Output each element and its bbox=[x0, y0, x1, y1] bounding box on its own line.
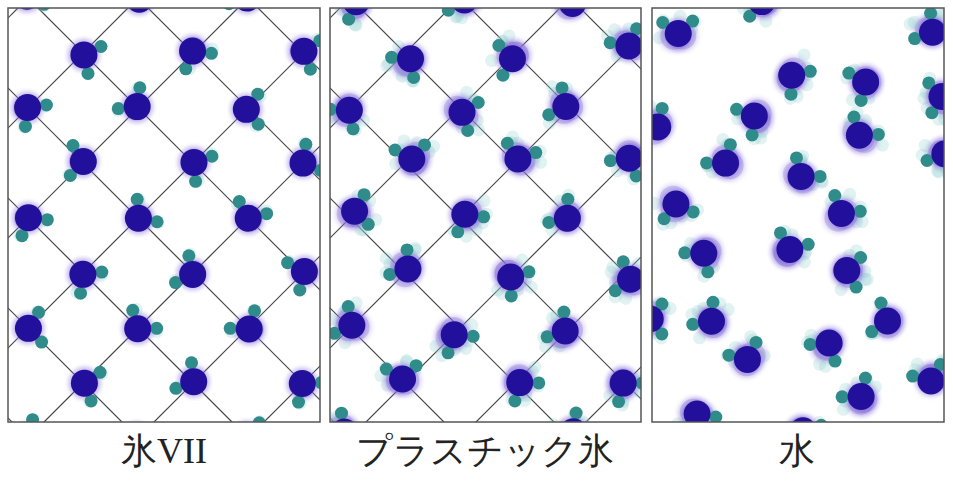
water-molecule bbox=[8, 413, 44, 422]
water-molecule bbox=[330, 8, 373, 32]
water-molecule bbox=[678, 235, 724, 283]
water-molecule bbox=[830, 244, 874, 296]
water-molecule bbox=[11, 202, 53, 242]
water-molecule bbox=[603, 366, 641, 412]
lattice-lines bbox=[330, 8, 641, 422]
water-molecule bbox=[169, 248, 209, 290]
water-molecule bbox=[904, 8, 944, 48]
water-molecule bbox=[447, 194, 493, 243]
water-molecule bbox=[652, 100, 675, 148]
water-molecule bbox=[113, 8, 156, 15]
water-molecule bbox=[178, 146, 218, 188]
water-molecule bbox=[122, 303, 164, 345]
water-molecule bbox=[231, 195, 273, 235]
water-molecule bbox=[380, 40, 428, 88]
water-molecule bbox=[652, 183, 704, 231]
water-molecule bbox=[730, 97, 774, 145]
lattice-lines bbox=[8, 8, 320, 422]
water-molecule bbox=[67, 39, 107, 80]
water-molecule bbox=[230, 88, 266, 133]
water-molecule bbox=[62, 139, 99, 182]
water-molecule bbox=[122, 193, 164, 235]
water-molecule bbox=[330, 297, 372, 350]
water-molecule bbox=[177, 34, 219, 75]
water-molecule bbox=[499, 130, 547, 177]
water-molecule bbox=[224, 304, 267, 345]
water-molecule bbox=[781, 150, 829, 196]
water-molecule bbox=[440, 8, 483, 24]
water-molecule bbox=[865, 297, 906, 341]
water-molecule bbox=[287, 136, 320, 179]
water-molecule bbox=[783, 414, 829, 422]
water-molecule bbox=[389, 134, 440, 178]
water-molecule bbox=[485, 30, 531, 82]
water-molecule bbox=[604, 138, 641, 186]
panel-frame bbox=[8, 8, 320, 422]
panel-frame bbox=[652, 8, 944, 422]
water-molecules bbox=[8, 8, 320, 422]
water-molecule bbox=[501, 361, 545, 408]
water-molecule bbox=[545, 406, 589, 422]
panel-frame bbox=[330, 8, 641, 422]
water-molecules bbox=[652, 8, 944, 422]
panel-caption: 氷VII bbox=[121, 430, 207, 473]
panel-caption: プラスチック氷 bbox=[356, 430, 614, 473]
water-molecule bbox=[334, 188, 382, 236]
water-molecule bbox=[543, 8, 593, 22]
water-molecule bbox=[169, 356, 209, 398]
water-molecule bbox=[68, 366, 108, 408]
water-molecule bbox=[836, 372, 882, 418]
water-molecule bbox=[801, 326, 846, 373]
water-molecule bbox=[374, 354, 422, 397]
water-molecule bbox=[685, 296, 734, 345]
water-molecule bbox=[222, 8, 263, 14]
water-molecule bbox=[287, 33, 320, 76]
water-molecule bbox=[330, 91, 370, 136]
water-molecule bbox=[540, 189, 584, 237]
water-molecules bbox=[330, 8, 641, 422]
water-molecule bbox=[231, 415, 266, 422]
water-molecule bbox=[429, 314, 479, 362]
water-molecule bbox=[537, 306, 585, 354]
water-molecule bbox=[601, 22, 641, 63]
water-molecule bbox=[542, 80, 585, 129]
water-molecule bbox=[653, 10, 702, 53]
water-molecule bbox=[737, 8, 782, 28]
water-molecule bbox=[916, 137, 944, 178]
water-molecule bbox=[67, 258, 109, 300]
water-molecule bbox=[652, 296, 676, 344]
water-molecule bbox=[774, 48, 817, 104]
water-molecule bbox=[672, 396, 723, 422]
water-molecule bbox=[770, 225, 815, 269]
water-molecule bbox=[840, 64, 884, 107]
simulation-panel bbox=[628, 0, 953, 457]
water-molecule bbox=[721, 330, 771, 379]
water-molecule bbox=[441, 86, 485, 137]
water-molecule bbox=[906, 354, 944, 397]
water-molecule bbox=[330, 407, 361, 422]
water-molecule bbox=[491, 254, 537, 303]
panel-caption: 水 bbox=[779, 430, 815, 473]
water-molecule bbox=[111, 81, 153, 123]
water-molecule bbox=[11, 92, 53, 134]
water-molecule bbox=[380, 242, 425, 290]
water-molecule bbox=[840, 105, 889, 155]
water-molecule bbox=[12, 305, 48, 348]
water-molecule bbox=[281, 255, 320, 296]
water-molecule bbox=[700, 133, 746, 182]
water-molecule bbox=[822, 188, 869, 234]
water-molecule bbox=[286, 367, 320, 409]
water-molecule bbox=[605, 255, 641, 304]
water-molecule bbox=[917, 72, 944, 126]
